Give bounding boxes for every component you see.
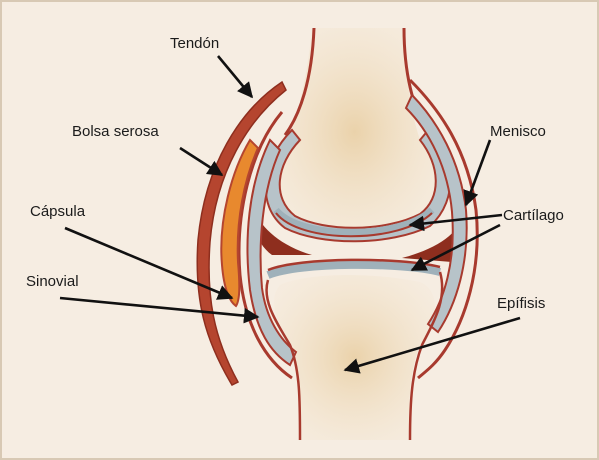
label-sinovial: Sinovial xyxy=(26,274,79,289)
label-cartilago: Cartílago xyxy=(503,208,564,223)
label-bolsa-serosa: Bolsa serosa xyxy=(72,124,159,139)
label-epifisis: Epífisis xyxy=(497,296,545,311)
label-menisco: Menisco xyxy=(490,124,546,139)
label-tendon: Tendón xyxy=(170,36,219,51)
label-capsula: Cápsula xyxy=(30,204,85,219)
